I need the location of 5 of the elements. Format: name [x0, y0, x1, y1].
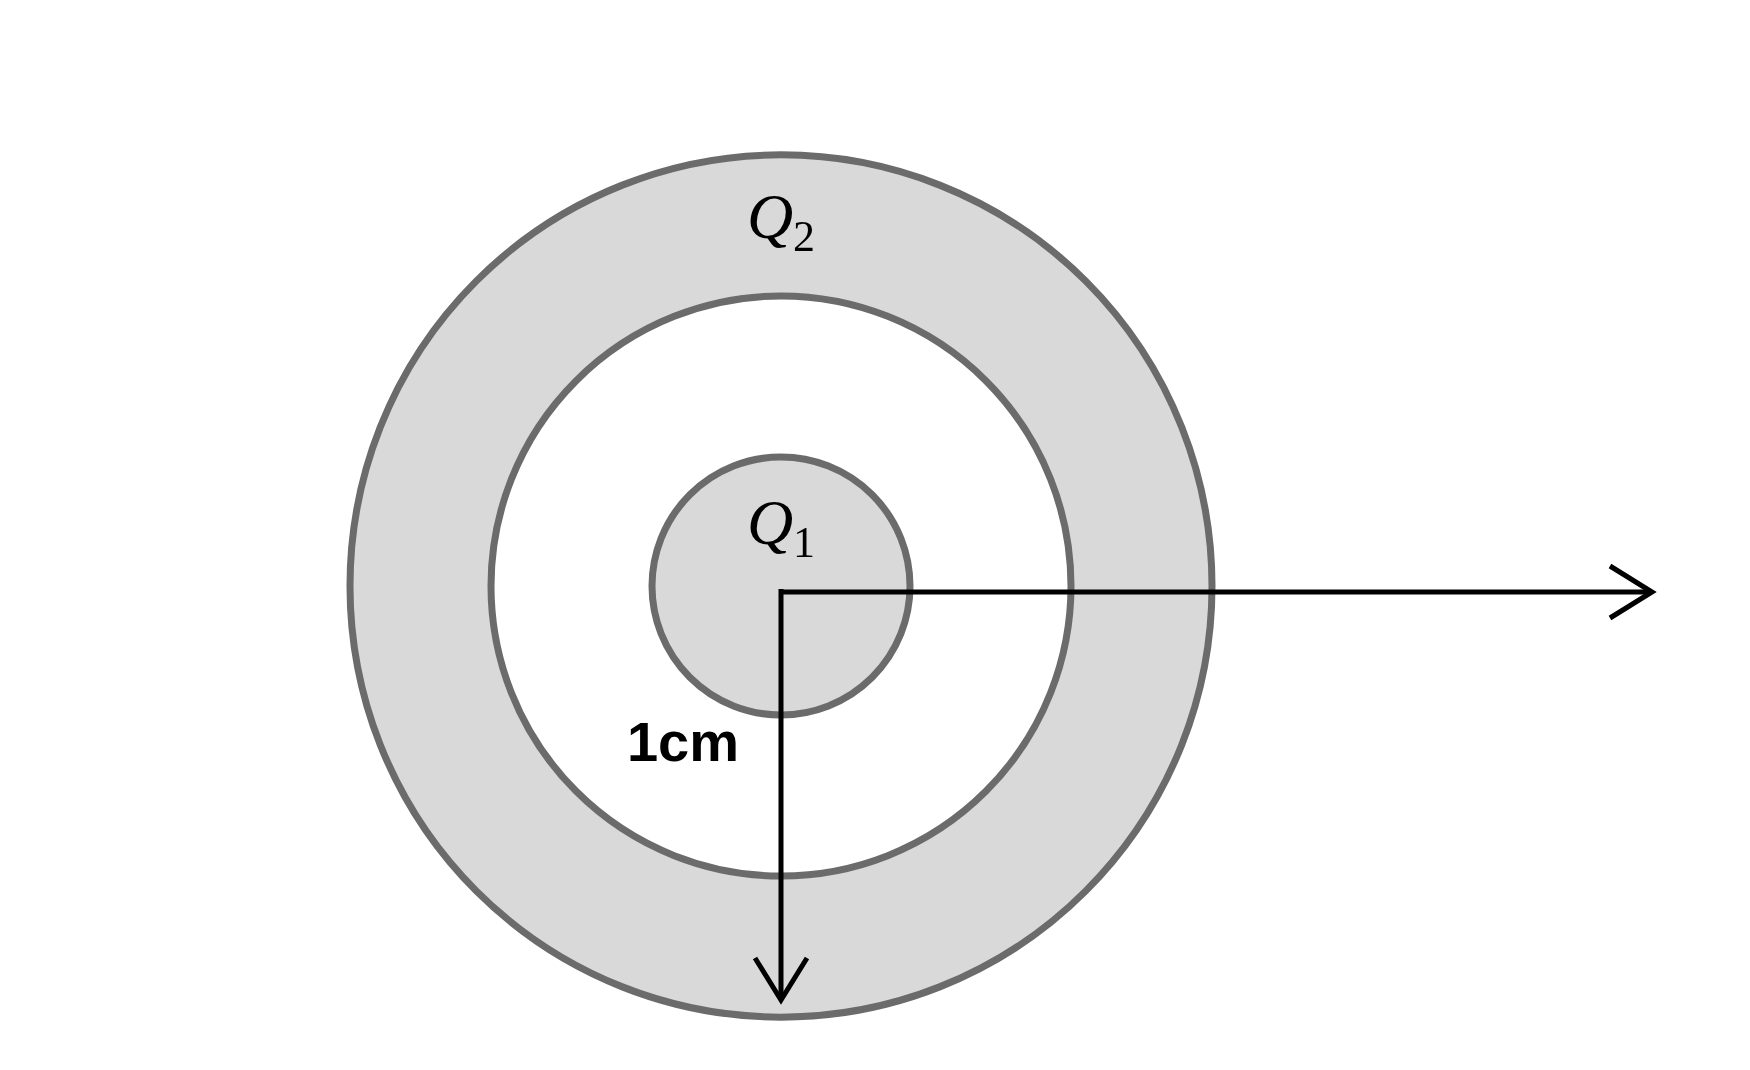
charge-label: Q$_{1}$ [746, 490, 816, 566]
charge-label: Q$_{2}$ [746, 184, 816, 260]
dimension-label: 1cm [626, 714, 740, 770]
inner-sphere [648, 453, 914, 719]
spherical-shell [346, 151, 1216, 1021]
